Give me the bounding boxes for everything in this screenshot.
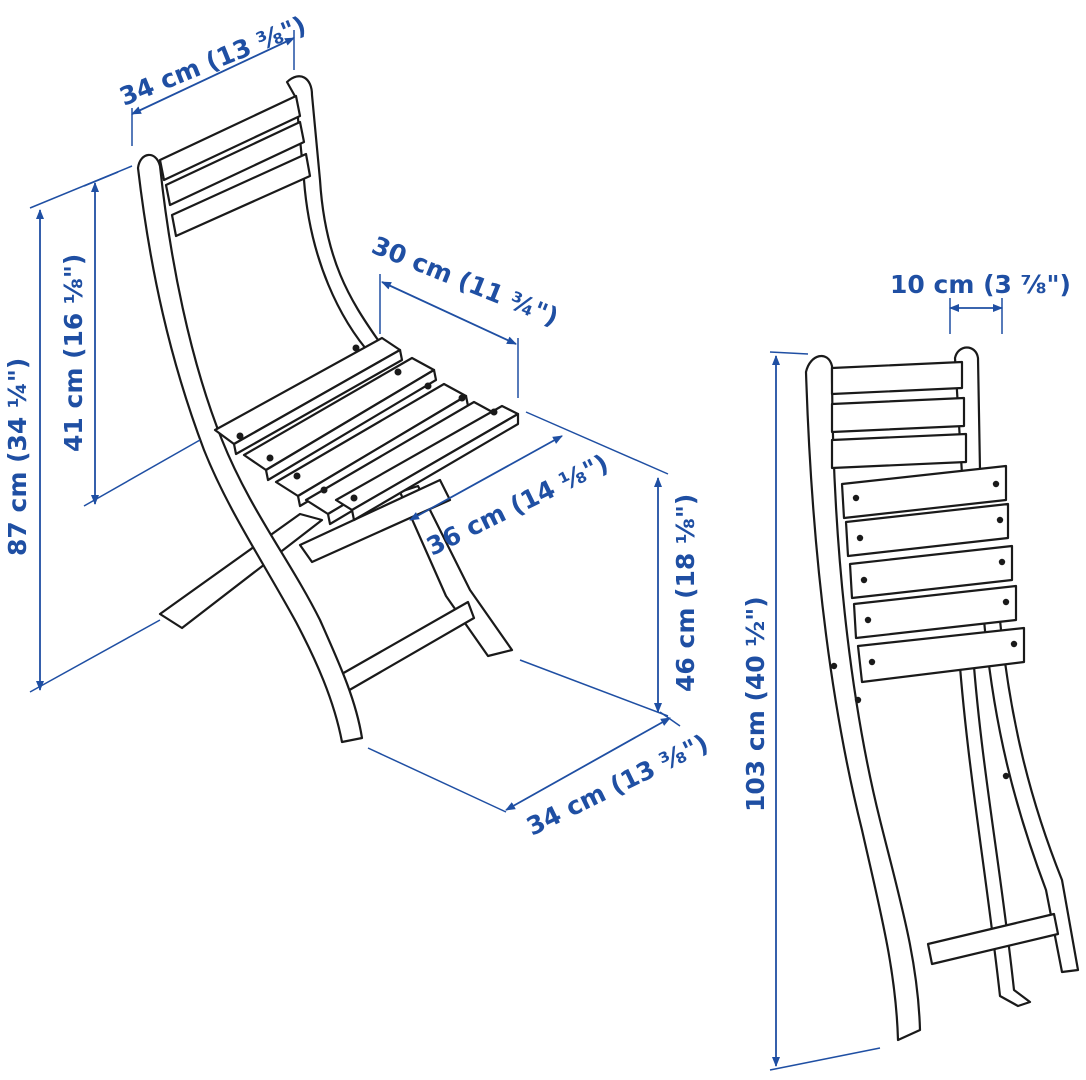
seat-width-label: 36 cm (14 ⅛")	[422, 448, 613, 561]
folded-height-label: 103 cm (40 ½")	[741, 596, 770, 812]
dimension-lines	[29, 30, 1003, 1071]
unfolded-chair-drawing	[136, 75, 520, 744]
folded-depth-label: 10 cm (3 ⅞")	[890, 270, 1071, 299]
seat-height-label: 46 cm (18 ⅛")	[671, 494, 700, 692]
folded-chair-drawing	[804, 346, 1080, 1042]
total-height-label: 87 cm (34 ¼")	[3, 358, 32, 556]
seat-depth-label: 30 cm (11 ¾")	[368, 231, 563, 332]
backrest-height-label: 41 cm (16 ⅛")	[59, 254, 88, 452]
back-width-label: 34 cm (13 ⅜")	[115, 10, 310, 111]
